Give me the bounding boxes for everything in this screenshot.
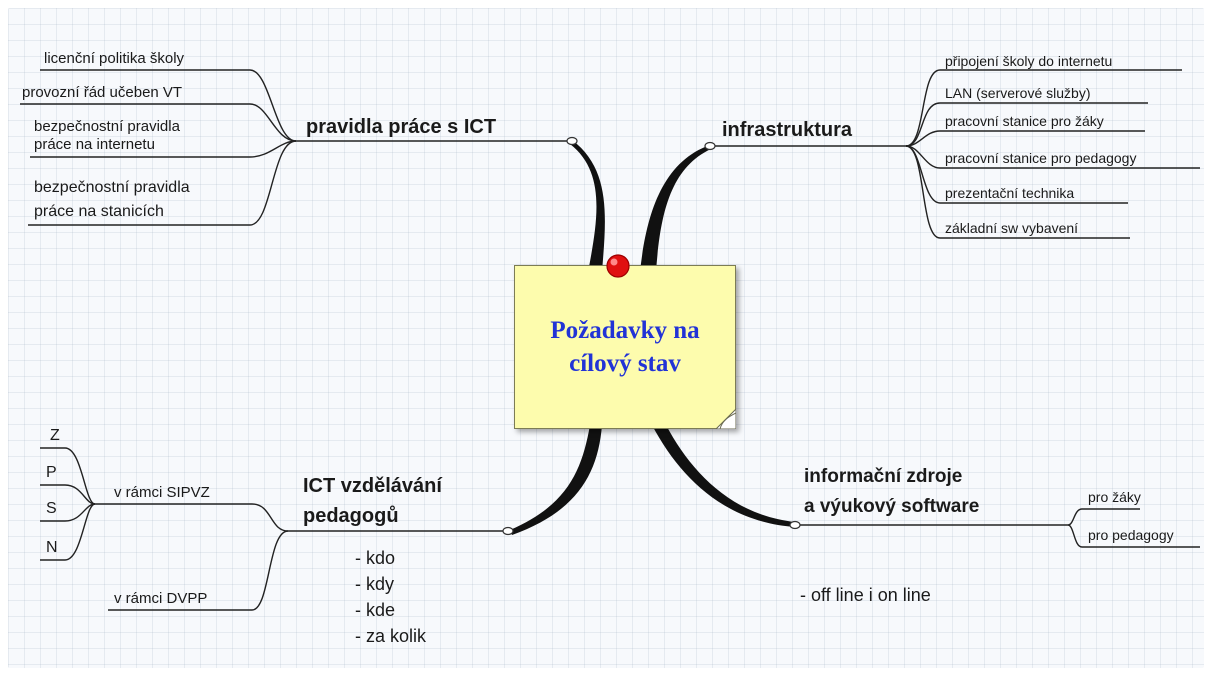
trunk-resources xyxy=(652,425,795,527)
rules-item-station-safety[interactable]: bezpečnostní pravidla práce na stanicích xyxy=(34,179,190,220)
resources-note: - off line i on line xyxy=(800,585,931,605)
branch-rules-label[interactable]: pravidla práce s ICT xyxy=(306,116,497,138)
sipvz-item-s[interactable]: S xyxy=(46,500,57,517)
sipvz-item-p[interactable]: P xyxy=(46,464,57,481)
infra-item-teacher-stations[interactable]: pracovní stanice pro pedagogy xyxy=(945,150,1137,166)
education-sipvz[interactable]: v rámci SIPVZ xyxy=(114,484,210,501)
push-pin-icon xyxy=(606,254,630,278)
branch-education-label[interactable]: ICT vzdělávání pedagogů xyxy=(303,475,442,527)
rules-item-lab-rules[interactable]: provozní řád učeben VT xyxy=(22,84,183,101)
page-fold-icon xyxy=(716,409,736,429)
central-topic-note[interactable]: Požadavky na cílový stav xyxy=(514,265,736,429)
trunk-infrastructure xyxy=(640,145,711,272)
rules-item-internet-safety[interactable]: bezpečnostní pravidla práce na internetu xyxy=(34,118,180,153)
branch-resources-label[interactable]: informační zdroje a výukový software xyxy=(804,466,980,517)
education-note-when: - kdy xyxy=(355,574,395,594)
resources-item-teachers[interactable]: pro pedagogy xyxy=(1088,527,1174,543)
infra-item-internet[interactable]: připojení školy do internetu xyxy=(945,53,1113,69)
resources-item-students[interactable]: pro žáky xyxy=(1088,489,1141,505)
branch-infrastructure-label[interactable]: infrastruktura xyxy=(722,119,853,141)
central-topic-title: Požadavky na cílový stav xyxy=(550,317,700,377)
trunk-education xyxy=(510,425,602,535)
infra-item-student-stations[interactable]: pracovní stanice pro žáky xyxy=(945,113,1104,129)
sipvz-item-n[interactable]: N xyxy=(46,539,58,556)
education-dvpp[interactable]: v rámci DVPP xyxy=(114,590,208,607)
sipvz-item-z[interactable]: Z xyxy=(50,427,60,444)
infra-item-lan[interactable]: LAN (serverové služby) xyxy=(945,85,1091,101)
infra-item-presentation[interactable]: prezentační technika xyxy=(945,185,1075,201)
education-note-who: - kdo xyxy=(355,548,396,568)
trunk-rules xyxy=(570,140,605,272)
infra-item-software[interactable]: základní sw vybavení xyxy=(945,220,1079,236)
education-note-cost: - za kolik xyxy=(355,626,427,646)
rules-item-licensing[interactable]: licenční politika školy xyxy=(44,50,185,67)
education-note-where: - kde xyxy=(355,600,396,620)
